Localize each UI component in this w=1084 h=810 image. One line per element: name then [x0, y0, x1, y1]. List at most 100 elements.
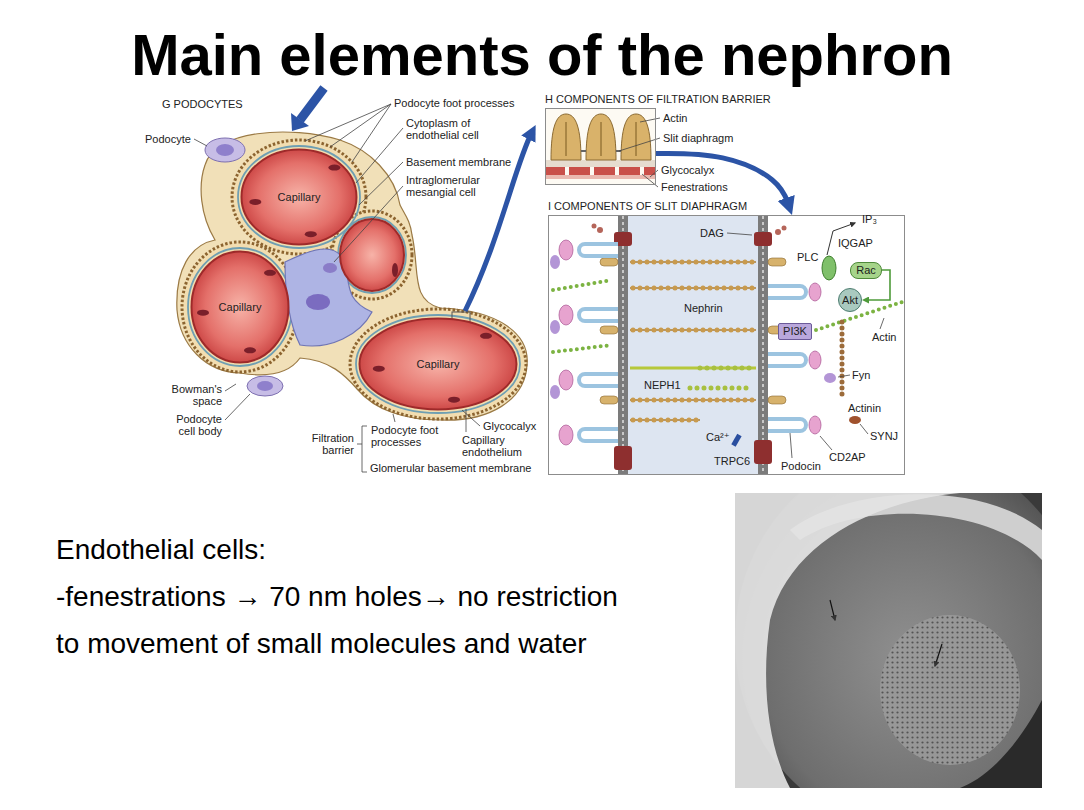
filtration-barrier-drawing	[566, 122, 567, 156]
nephrin-chain	[633, 328, 753, 333]
neph1-chain	[700, 366, 753, 371]
node-text: Rac	[856, 264, 876, 276]
molecule-label: CD2AP	[829, 451, 866, 463]
endothelial-nucleus	[392, 263, 398, 277]
part-label: Actin	[663, 112, 687, 124]
glomerulus-drawing	[177, 88, 532, 472]
nephrin-anchor	[600, 396, 618, 404]
nephrin-chain	[630, 329, 756, 331]
molecule-label: IP₃	[862, 213, 877, 225]
podocyte-nucleus	[216, 144, 234, 156]
actin-filament	[553, 345, 612, 352]
calcium-ion	[731, 434, 741, 447]
podocin-hairpin	[768, 419, 806, 431]
part-label: Glomerular basement membrane	[370, 462, 531, 474]
part-label: Fenestrations	[661, 181, 728, 193]
node-text: Capillary	[278, 191, 321, 203]
foot-process-ring	[182, 140, 526, 419]
sem-photograph	[960, 700, 1042, 788]
filtration-barrier-drawing	[546, 109, 660, 187]
part-label: Filtration barrier	[304, 432, 354, 456]
nephrin-chain	[633, 260, 753, 265]
nephrin-chain	[633, 398, 753, 403]
leader-line	[356, 128, 403, 183]
molecule-label: NEPH1	[644, 379, 681, 391]
actin-filament	[553, 280, 612, 290]
molecule-label: PLC	[797, 251, 818, 263]
leader-line	[330, 104, 391, 147]
cd2ap-protein	[824, 373, 836, 383]
neph1-chain	[630, 367, 756, 370]
leader-line	[619, 118, 660, 187]
lipid-messenger	[592, 224, 597, 229]
endothelial-nucleus	[264, 270, 276, 276]
sem-photograph	[830, 600, 835, 620]
cd2ap-protein	[559, 305, 573, 325]
mesangial-nucleus	[306, 294, 330, 310]
leader-line	[820, 436, 832, 450]
slit-diaphragm-drawing	[550, 216, 902, 474]
nephrin-chain	[630, 399, 756, 401]
molecule-label: Nephrin	[684, 302, 723, 314]
molecule-label: SYNJ	[870, 430, 898, 442]
podocin-hairpin	[579, 309, 618, 321]
filtration-barrier-drawing	[546, 160, 655, 167]
podocin-hairpin	[768, 354, 806, 366]
endothelial-nucleus	[244, 347, 256, 353]
nephrin-chain	[630, 287, 756, 289]
part-label: Podocyte cell body	[160, 413, 222, 437]
part-label: Cytoplasm of endothelial cell	[406, 117, 498, 141]
filtration-barrier-drawing	[565, 167, 644, 175]
panel-heading: I COMPONENTS OF SLIT DIAPHRAGM	[548, 200, 747, 212]
capillary-shape	[192, 252, 289, 363]
pointer-arrow	[300, 88, 324, 120]
pointer-arrow	[291, 113, 309, 131]
filtration-barrier-drawing	[546, 175, 655, 179]
podocin-hairpin	[579, 244, 618, 256]
basement-membrane	[356, 315, 520, 413]
part-label: Glycocalyx	[483, 420, 536, 432]
molecule-label: Actinin	[848, 402, 881, 414]
slide-title: Main elements of the nephron	[0, 22, 1084, 88]
podocyte-body	[205, 138, 245, 162]
cd2ap-protein	[550, 255, 560, 269]
lipid-messenger	[592, 224, 787, 236]
filtration-barrier-drawing	[640, 167, 644, 175]
note-text: -fenestrations → 70 nm holes→ no restric…	[56, 574, 646, 667]
figure-panel: H COMPONENTS OF FILTRATION BARRIER	[545, 108, 656, 185]
filtration-barrier-drawing	[551, 114, 581, 160]
leader-line	[466, 409, 467, 432]
filtration-barrier-drawing	[590, 167, 594, 175]
leader-line	[225, 384, 236, 391]
neph1-chain	[690, 386, 753, 391]
nephrin-chain	[633, 262, 753, 420]
leader-line	[194, 139, 207, 146]
leader-line	[393, 414, 395, 422]
lipid-messenger	[782, 226, 787, 231]
leader-line	[619, 138, 660, 151]
panel-heading: H COMPONENTS OF FILTRATION BARRIER	[545, 93, 771, 105]
slit-diaphragm-drawing	[622, 216, 624, 474]
leader-line	[727, 233, 752, 235]
molecule-label: DAG	[700, 227, 724, 239]
part-label: Glycocalyx	[661, 164, 714, 176]
part-label: Bowman's space	[160, 383, 222, 407]
nephrin-anchor	[768, 258, 786, 266]
capillary-lumen	[340, 219, 404, 291]
trpc6-channel	[614, 446, 632, 470]
sem-photograph	[935, 644, 942, 666]
endothelial-nucleus	[480, 333, 492, 339]
molecule-label: Ca²⁺	[706, 431, 730, 443]
cd2ap-protein	[550, 320, 560, 334]
molecule-label: Podocin	[781, 460, 821, 472]
slit-diaphragm-drawing	[762, 216, 764, 474]
leader-line	[650, 170, 658, 177]
basement-membrane	[188, 146, 520, 413]
filtration-barrier-drawing	[615, 167, 619, 175]
filtration-barrier-drawing	[581, 150, 621, 152]
protein-box: PI3K	[778, 323, 812, 340]
part-label: Podocyte foot processes	[371, 424, 449, 448]
